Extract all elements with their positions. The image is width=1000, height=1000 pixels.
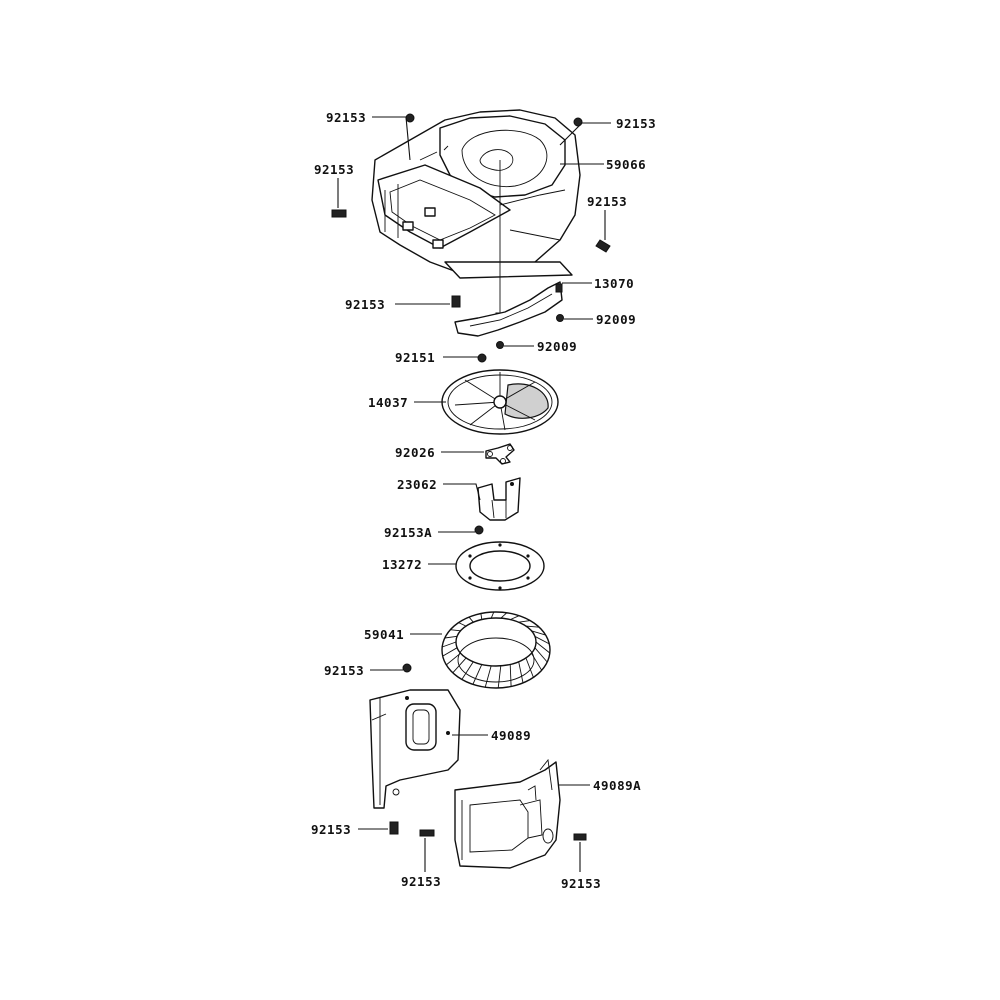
fan-blade: [497, 665, 502, 689]
fan-blade: [525, 657, 534, 678]
bolt-bottom-left: [389, 821, 399, 835]
cover-49089: [369, 689, 461, 809]
bolt-92153A: [474, 525, 484, 535]
ring-plate-13272: [455, 541, 545, 591]
fan-blade: [484, 665, 492, 688]
fan-blade: [446, 652, 461, 666]
fan-blade: [534, 635, 550, 645]
leader-lines: [337, 116, 611, 872]
label-14037: 14037: [368, 395, 408, 410]
bolt-top-left: [405, 113, 415, 123]
label-13070: 13070: [594, 276, 634, 291]
fan-blade: [480, 613, 483, 620]
fan-blade: [535, 641, 551, 654]
label-92009-right: 92009: [596, 312, 636, 327]
label-92153-mid-left: 92153: [324, 663, 364, 678]
fan-blade: [518, 661, 524, 683]
label-92153-right: 92153: [587, 194, 627, 209]
fan-blade: [525, 625, 540, 628]
fan-blade: [500, 612, 508, 619]
label-92009-center: 92009: [537, 339, 577, 354]
fan-blade: [509, 664, 512, 687]
label-92153-lower: 92153: [345, 297, 385, 312]
fan-blade: [461, 661, 474, 680]
part-labels: 92153 92153 92153 59066 92153 92153 1307…: [311, 110, 656, 891]
label-92153-top-left: 92153: [326, 110, 366, 125]
fan-blade: [472, 664, 483, 685]
label-92153A: 92153A: [384, 525, 432, 540]
label-59041: 59041: [364, 627, 404, 642]
bolt-top-right: [573, 117, 583, 127]
fan-blade: [490, 611, 495, 619]
bolt-bottom-center: [419, 829, 435, 837]
air-duct-13070: [454, 281, 563, 337]
fan-blade: [444, 635, 458, 639]
fan-blade: [458, 622, 467, 627]
bolt-side-left: [331, 209, 347, 218]
fan-blade: [531, 630, 546, 636]
label-92153-bottom-left: 92153: [311, 822, 351, 837]
washer-92026: [485, 443, 515, 465]
cover-49089A: [454, 758, 561, 869]
fasteners: [331, 113, 611, 841]
label-92153-side-left: 92153: [314, 162, 354, 177]
label-92153-top-right: 92153: [616, 116, 656, 131]
bolt-92151: [477, 353, 487, 363]
label-49089A: 49089A: [593, 778, 641, 793]
fan-housing-59066: [371, 109, 581, 330]
fan-blade: [450, 629, 461, 632]
rotating-screen-14037: [441, 369, 559, 435]
label-92026: 92026: [395, 445, 435, 460]
label-92151: 92151: [395, 350, 435, 365]
bolt-lower: [451, 295, 461, 308]
fan-blade: [510, 615, 520, 621]
label-23062: 23062: [397, 477, 437, 492]
fan-blade: [534, 647, 548, 663]
label-92153-bottom-center: 92153: [401, 874, 441, 889]
label-92153-bottom-right: 92153: [561, 876, 601, 891]
label-49089: 49089: [491, 728, 531, 743]
label-59066: 59066: [606, 157, 646, 172]
bolt-right: [595, 239, 611, 253]
fan-blade: [468, 616, 474, 623]
bracket-23062: [477, 477, 521, 521]
fan-blade: [442, 647, 458, 657]
fan-blade: [518, 620, 531, 623]
fan-blade: [442, 641, 457, 648]
bolt-mid-left: [402, 663, 412, 673]
bolt-bottom-right: [573, 833, 587, 841]
cooling-fan-59041: [441, 611, 551, 689]
label-13272: 13272: [382, 557, 422, 572]
bolt-92009-center: [496, 341, 504, 349]
bolt-92009-right: [556, 314, 564, 322]
